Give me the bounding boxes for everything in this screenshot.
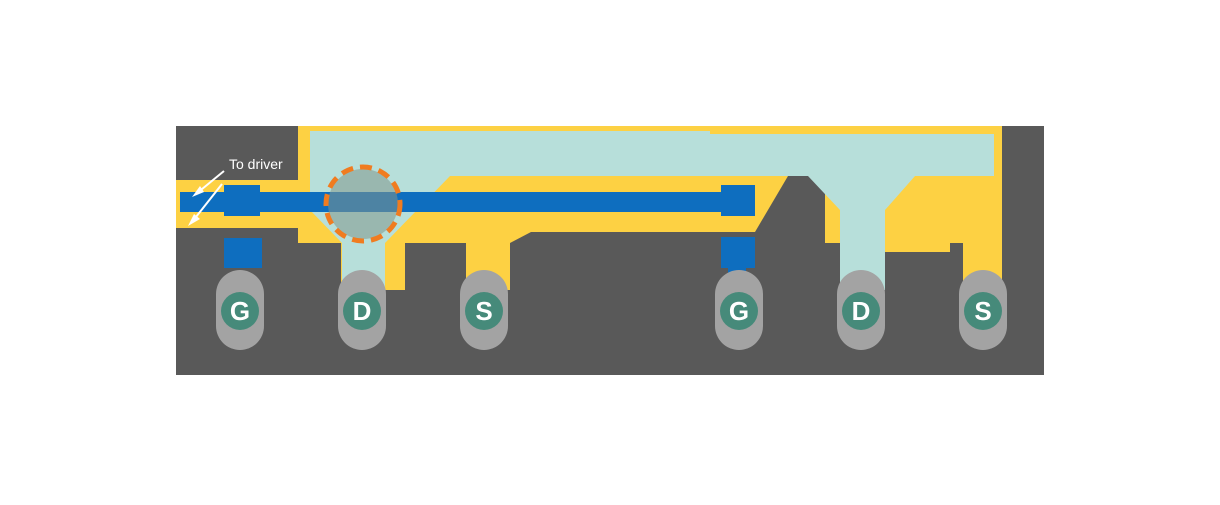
pin-badges (221, 292, 1002, 330)
pin-badge-g1 (221, 292, 259, 330)
highlight-crossing-circle (328, 169, 398, 239)
pin-label-s1: S (475, 296, 492, 326)
pin-label-d1: D (353, 296, 372, 326)
gate-via-right (721, 237, 755, 268)
pin-badge-s2 (964, 292, 1002, 330)
pin-labels: G D S G D S (230, 296, 992, 326)
to-driver-label: To driver (229, 156, 283, 172)
pin-label-g1: G (230, 296, 250, 326)
pin-label-g2: G (729, 296, 749, 326)
gate-pad-right (721, 185, 755, 216)
gate-trace (180, 192, 740, 212)
gate-pad-left (224, 185, 260, 216)
to-driver-arrows (188, 170, 225, 226)
pin-label-s2: S (974, 296, 991, 326)
gate-via-left (224, 238, 262, 268)
pin-badge-d2 (842, 292, 880, 330)
pin-badge-g2 (720, 292, 758, 330)
highlight-crossing-ring (323, 164, 403, 244)
drain-copper-plane (310, 131, 994, 290)
pin-badge-d1 (343, 292, 381, 330)
pin-label-d2: D (852, 296, 871, 326)
pin-badge-s1 (465, 292, 503, 330)
